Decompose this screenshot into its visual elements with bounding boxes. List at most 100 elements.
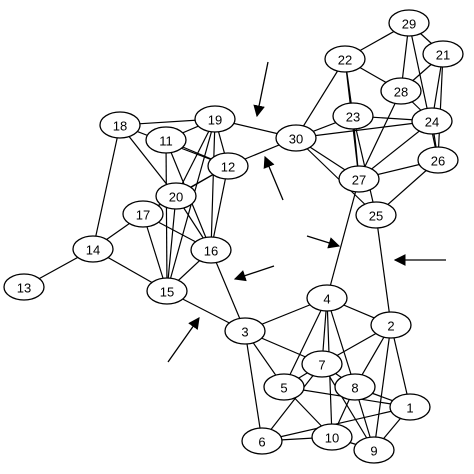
edge-30-24 [295, 120, 433, 139]
node-label: 28 [394, 85, 408, 100]
node-shape [190, 236, 232, 264]
node-21: 21 [422, 40, 464, 68]
node-label: 23 [346, 110, 360, 125]
node-9: 9 [353, 436, 395, 464]
node-shape [155, 182, 197, 210]
edge-23-25 [352, 115, 377, 216]
node-23: 23 [332, 102, 374, 130]
node-27: 27 [338, 165, 380, 193]
node-label: 20 [169, 190, 183, 205]
node-label: 3 [241, 325, 248, 340]
node-label: 6 [258, 435, 265, 450]
node-6: 6 [241, 427, 283, 455]
node-16: 16 [190, 236, 232, 264]
node-19: 19 [194, 105, 236, 133]
node-shape [380, 77, 422, 105]
node-label: 16 [204, 244, 218, 259]
edge-30-22 [295, 58, 346, 139]
edge-2-9 [373, 324, 392, 451]
node-shape [275, 124, 317, 152]
node-label: 12 [221, 160, 235, 175]
node-shape [72, 235, 114, 263]
edge-4-8 [326, 297, 356, 388]
edge-25-2 [375, 214, 392, 326]
node-shape [3, 273, 45, 301]
node-shape [194, 105, 236, 133]
node-shape [145, 126, 187, 154]
node-label: 15 [160, 285, 174, 300]
node-shape [332, 102, 374, 130]
edge-28-27 [358, 90, 402, 180]
node-label: 7 [318, 358, 325, 373]
node-shape [306, 284, 348, 312]
node-shape [334, 373, 376, 401]
node-label: 21 [436, 48, 450, 63]
edge-2-1 [390, 324, 411, 408]
edge-27-4 [326, 178, 360, 299]
node-label: 10 [325, 431, 339, 446]
arrow-bottom-left [167, 317, 200, 363]
node-label: 2 [387, 319, 394, 334]
node-8: 8 [334, 373, 376, 401]
edge-3-6 [244, 330, 263, 442]
node-22: 22 [324, 45, 366, 73]
node-shape [370, 311, 412, 339]
node-15: 15 [146, 277, 188, 305]
node-5: 5 [263, 373, 305, 401]
node-shape [122, 200, 164, 228]
node-label: 22 [338, 53, 352, 68]
node-7: 7 [301, 350, 343, 378]
node-label: 5 [280, 381, 287, 396]
node-label: 30 [289, 132, 303, 147]
node-label: 9 [370, 444, 377, 459]
node-14: 14 [72, 235, 114, 263]
edge-30-25 [295, 137, 377, 216]
node-label: 13 [17, 281, 31, 296]
node-4: 4 [306, 284, 348, 312]
node-18: 18 [99, 111, 141, 139]
edge-20-15 [166, 195, 177, 292]
node-label: 18 [113, 119, 127, 134]
node-shape [353, 436, 395, 464]
node-13: 13 [3, 273, 45, 301]
node-30: 30 [275, 124, 317, 152]
edge-7-6 [261, 363, 323, 442]
node-label: 25 [369, 209, 383, 224]
node-label: 24 [425, 115, 439, 130]
node-shape [207, 152, 249, 180]
node-1: 1 [389, 393, 431, 421]
node-shape [99, 111, 141, 139]
node-label: 11 [159, 134, 173, 149]
node-26: 26 [417, 146, 459, 174]
node-label: 4 [323, 292, 330, 307]
edge-7-9 [321, 363, 375, 451]
node-shape [324, 45, 366, 73]
node-shape [355, 201, 397, 229]
arrow-layer [167, 61, 446, 363]
edge-21-26 [437, 53, 444, 161]
edge-12-16 [210, 165, 229, 251]
node-29: 29 [388, 9, 430, 37]
arrow-upper-left [263, 155, 284, 201]
node-24: 24 [411, 107, 453, 135]
arrow-top [253, 61, 269, 118]
node-11: 11 [145, 126, 187, 154]
node-shape [146, 277, 188, 305]
edge-19-16 [210, 118, 216, 251]
node-17: 17 [122, 200, 164, 228]
node-label: 27 [352, 173, 366, 188]
node-shape [338, 165, 380, 193]
node-shape [301, 350, 343, 378]
node-shape [422, 40, 464, 68]
edge-4-5 [283, 297, 328, 388]
node-10: 10 [311, 423, 353, 451]
arrow-left [233, 265, 275, 282]
edge-11-15 [165, 139, 168, 292]
node-shape [224, 317, 266, 345]
edge-14-18 [92, 124, 121, 250]
arrow-middle [306, 235, 341, 249]
node-label: 8 [351, 381, 358, 396]
node-shape [263, 373, 305, 401]
node-label: 26 [431, 154, 445, 169]
